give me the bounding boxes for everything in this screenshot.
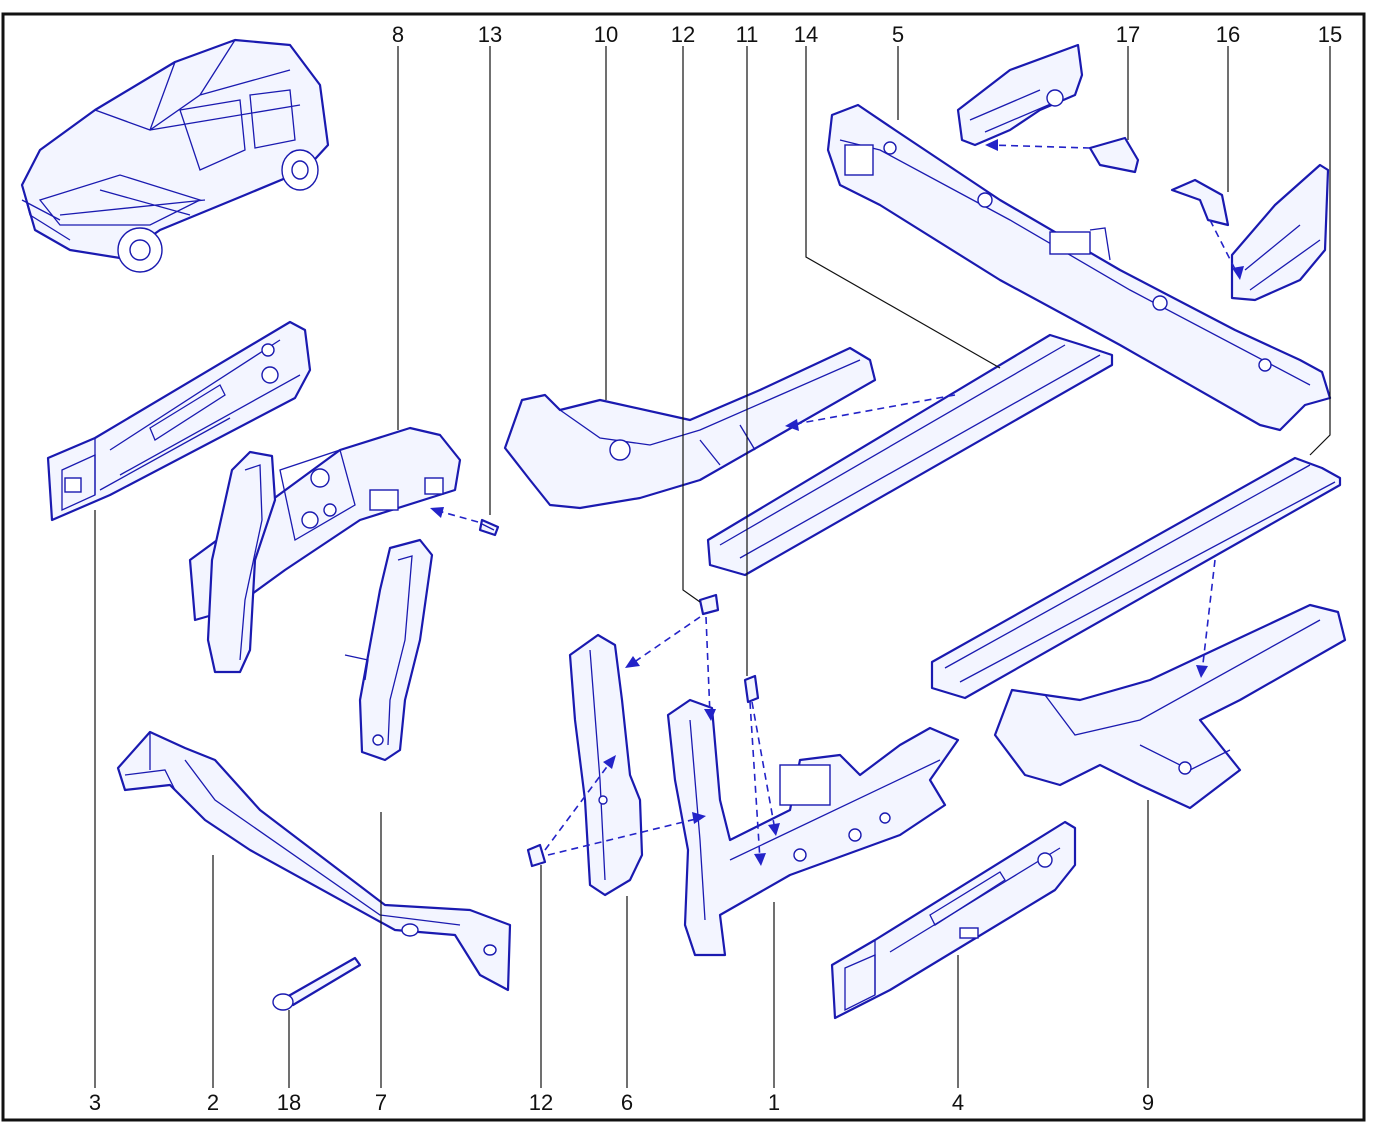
- car-overview-icon: [20, 38, 330, 273]
- part-4-sill-reinforcement: [830, 820, 1077, 1020]
- callout-9: 9: [1142, 1090, 1154, 1115]
- diagram-frame: [1, 12, 1366, 1122]
- part-18-towing-eye: [272, 956, 362, 1011]
- part-17-bracket: [1088, 136, 1140, 174]
- part-7-strut: [344, 538, 434, 762]
- callout-2: 2: [207, 1090, 219, 1115]
- part-2-front-cross-member: [116, 730, 512, 992]
- bolt-11: [743, 674, 760, 704]
- callout-3: 3: [89, 1090, 101, 1115]
- upper-assembly-left: [956, 43, 1084, 147]
- callout-7: 7: [375, 1090, 387, 1115]
- callout-6: 6: [621, 1090, 633, 1115]
- part-8-front-side-member: [188, 426, 462, 674]
- bolt-13: [478, 518, 500, 537]
- callout-10: 10: [594, 22, 618, 47]
- callout-17: 17: [1116, 22, 1140, 47]
- callout-18: 18: [277, 1090, 301, 1115]
- callout-16: 16: [1216, 22, 1240, 47]
- part-1-front-side-member: [666, 698, 960, 957]
- callout-14: 14: [794, 22, 818, 47]
- assembly-lines: [430, 139, 1244, 866]
- upper-assembly-right: [1230, 163, 1330, 302]
- callout-1: 1: [768, 1090, 780, 1115]
- part-9-rear-wheel-arch: [993, 603, 1347, 810]
- bolt-12-lower: [526, 843, 547, 868]
- callout-4: 4: [952, 1090, 964, 1115]
- part-16-bracket: [1170, 178, 1230, 227]
- part-15-sill-rail: [930, 456, 1342, 700]
- part-5-rear-cross-member: [826, 103, 1332, 432]
- part-3-sill-reinforcement: [46, 320, 312, 522]
- callout-12-top: 12: [671, 22, 695, 47]
- part-14-sill-rail: [706, 333, 1114, 577]
- callout-5: 5: [892, 22, 904, 47]
- leader-lines: [94, 46, 1331, 1088]
- callout-12-bottom: 12: [529, 1090, 553, 1115]
- callout-15: 15: [1318, 22, 1342, 47]
- bolt-12-upper: [698, 593, 720, 616]
- part-6-front-pillar: [568, 633, 644, 897]
- callout-11: 11: [736, 22, 759, 47]
- callout-13: 13: [478, 22, 502, 47]
- part-10-wheel-arch-member: [503, 346, 877, 510]
- callout-8: 8: [392, 22, 404, 47]
